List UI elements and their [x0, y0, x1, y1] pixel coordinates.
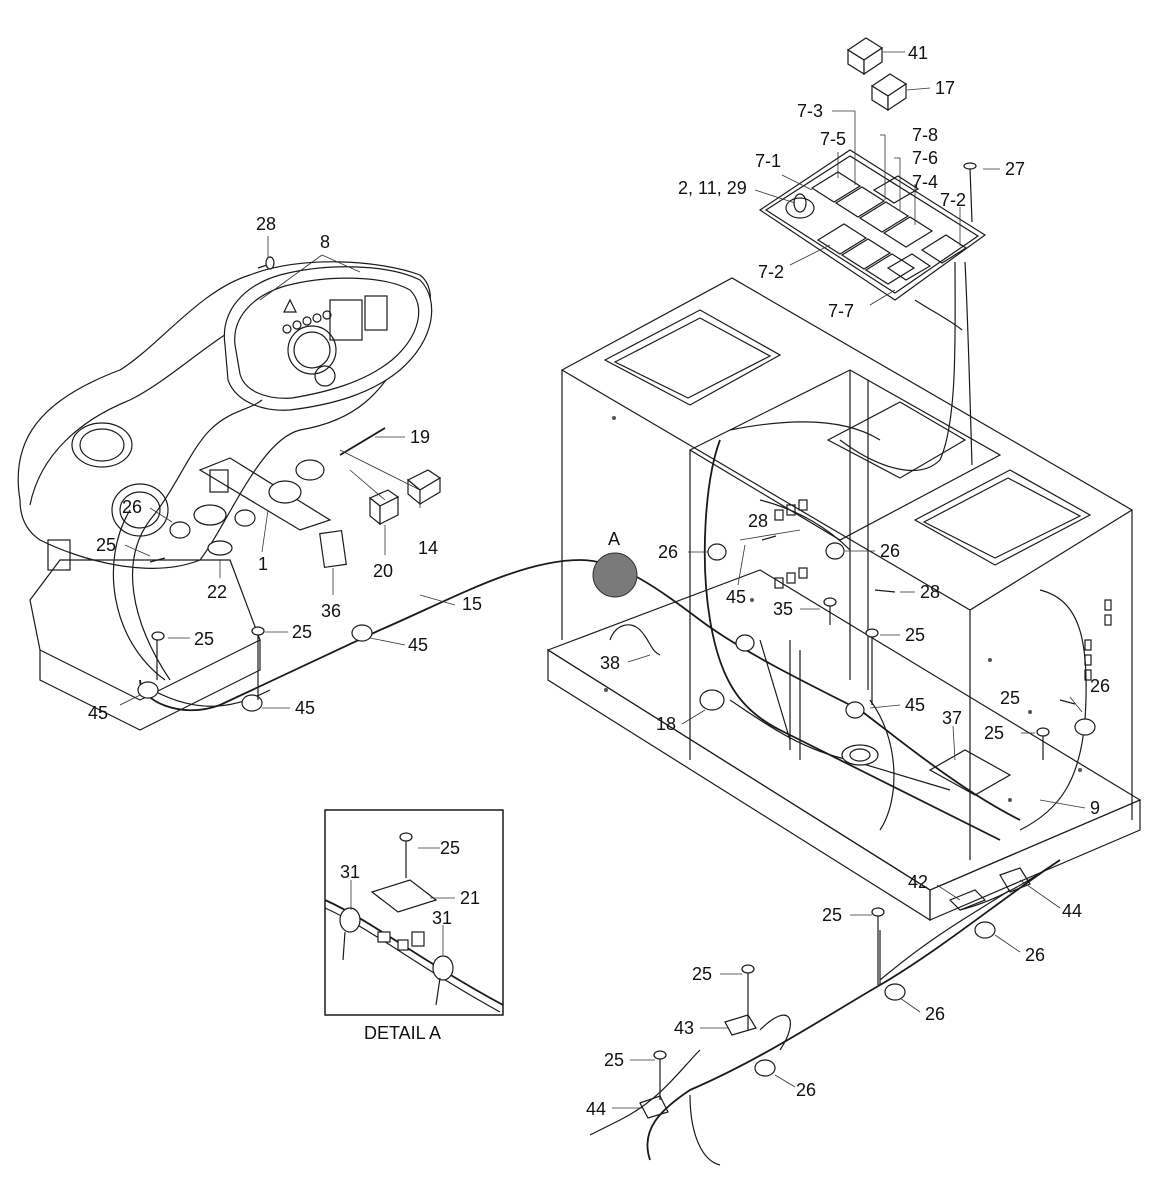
callout-1: 1 [258, 554, 268, 574]
callout-25-right-a: 25 [1000, 688, 1020, 708]
callout-20: 20 [373, 561, 393, 581]
callout-31-left: 31 [340, 862, 360, 882]
dashboard-assembly [17, 256, 442, 731]
callout-21: 21 [460, 888, 480, 908]
callout-28-right: 28 [920, 582, 940, 602]
callout-45-left-b: 45 [88, 703, 108, 723]
detail-a-caption: DETAIL A [364, 1023, 441, 1043]
callout-7-2-right: 7-2 [940, 190, 966, 210]
callout-26-mid-right: 26 [880, 541, 900, 561]
callout-26-low-b: 26 [925, 1004, 945, 1024]
detail-a-marker [592, 552, 638, 598]
callout-36: 36 [321, 601, 341, 621]
callout-25-low-a: 25 [822, 905, 842, 925]
callout-25-low-c: 25 [604, 1050, 624, 1070]
callout-26-dash: 26 [122, 497, 142, 517]
callout-19: 19 [410, 427, 430, 447]
callout-7-1: 7-1 [755, 151, 781, 171]
callout-7-5: 7-5 [820, 129, 846, 149]
callout-7-6: 7-6 [912, 148, 938, 168]
callout-45-right: 45 [905, 695, 925, 715]
callout-28-top: 28 [256, 214, 276, 234]
callout-45-left-c: 45 [295, 698, 315, 718]
callout-26-right: 26 [1090, 676, 1110, 696]
callout-14: 14 [418, 538, 438, 558]
callout-44-right: 44 [1062, 901, 1082, 921]
callout-22: 22 [207, 582, 227, 602]
callout-37: 37 [942, 708, 962, 728]
callout-25-mid: 25 [905, 625, 925, 645]
callout-labels: 41 17 7-3 7-8 7-5 7-6 7-1 27 7-4 2, 11, … [88, 43, 1110, 1119]
callout-28-mid: 28 [748, 511, 768, 531]
callout-7-4: 7-4 [912, 172, 938, 192]
callout-35: 35 [773, 599, 793, 619]
callout-7-7: 7-7 [828, 301, 854, 321]
callout-2-11-29: 2, 11, 29 [678, 178, 747, 198]
wire-harness [112, 399, 1112, 1166]
callout-15: 15 [462, 594, 482, 614]
switch-panel [758, 37, 987, 471]
callout-25-low-b: 25 [692, 964, 712, 984]
callout-25-detail: 25 [440, 838, 460, 858]
callout-25-left-b: 25 [292, 622, 312, 642]
callout-41: 41 [908, 43, 928, 63]
callout-44-left: 44 [586, 1099, 606, 1119]
callout-17: 17 [935, 78, 955, 98]
callout-7-3: 7-3 [797, 101, 823, 121]
callout-8: 8 [320, 232, 330, 252]
callout-25-right-b: 25 [984, 723, 1004, 743]
console-box [546, 277, 1142, 922]
callout-43: 43 [674, 1018, 694, 1038]
callout-18: 18 [656, 714, 676, 734]
callout-45-mid: 45 [726, 587, 746, 607]
detail-a-inset [324, 809, 504, 1016]
callout-9: 9 [1090, 798, 1100, 818]
callout-a: A [608, 529, 620, 549]
callout-31-right: 31 [432, 908, 452, 928]
callout-25-dash: 25 [96, 535, 116, 555]
callout-26-low-a: 26 [1025, 945, 1045, 965]
callout-26-low-c: 26 [796, 1080, 816, 1100]
callout-26-mid-left: 26 [658, 542, 678, 562]
callout-27: 27 [1005, 159, 1025, 179]
callout-45-left-a: 45 [408, 635, 428, 655]
callout-7-8: 7-8 [912, 125, 938, 145]
callout-42: 42 [908, 872, 928, 892]
callout-7-2-left: 7-2 [758, 262, 784, 282]
callout-38: 38 [600, 653, 620, 673]
callout-25-left-a: 25 [194, 629, 214, 649]
leader-lines [119, 51, 1086, 1109]
